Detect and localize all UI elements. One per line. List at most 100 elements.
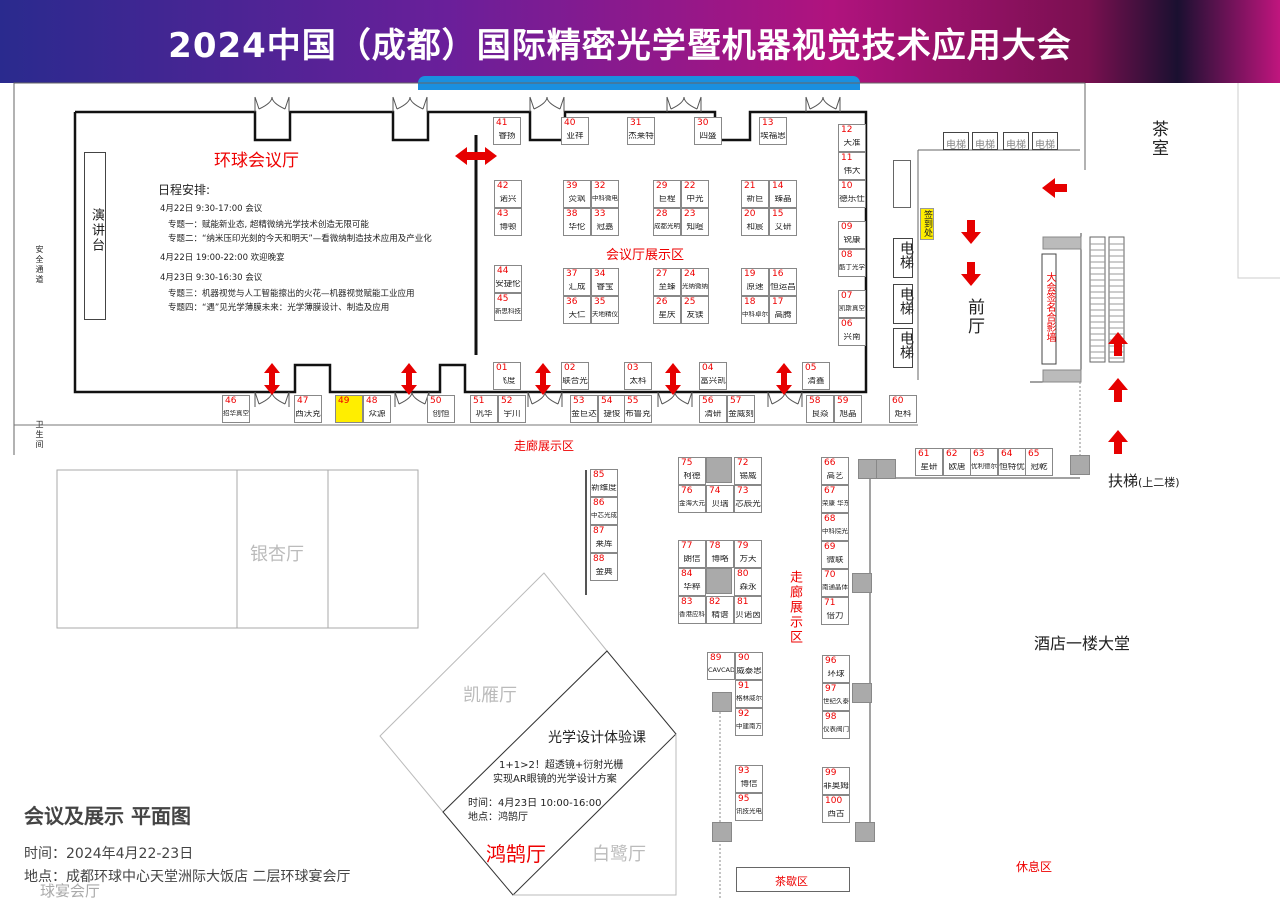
arrow-left-icon: [1042, 178, 1067, 198]
booth-83[interactable]: 83香港应科院: [678, 596, 706, 624]
booth-49[interactable]: 49: [335, 395, 363, 423]
booth-68[interactable]: 68中科院光电技术所: [821, 513, 849, 541]
